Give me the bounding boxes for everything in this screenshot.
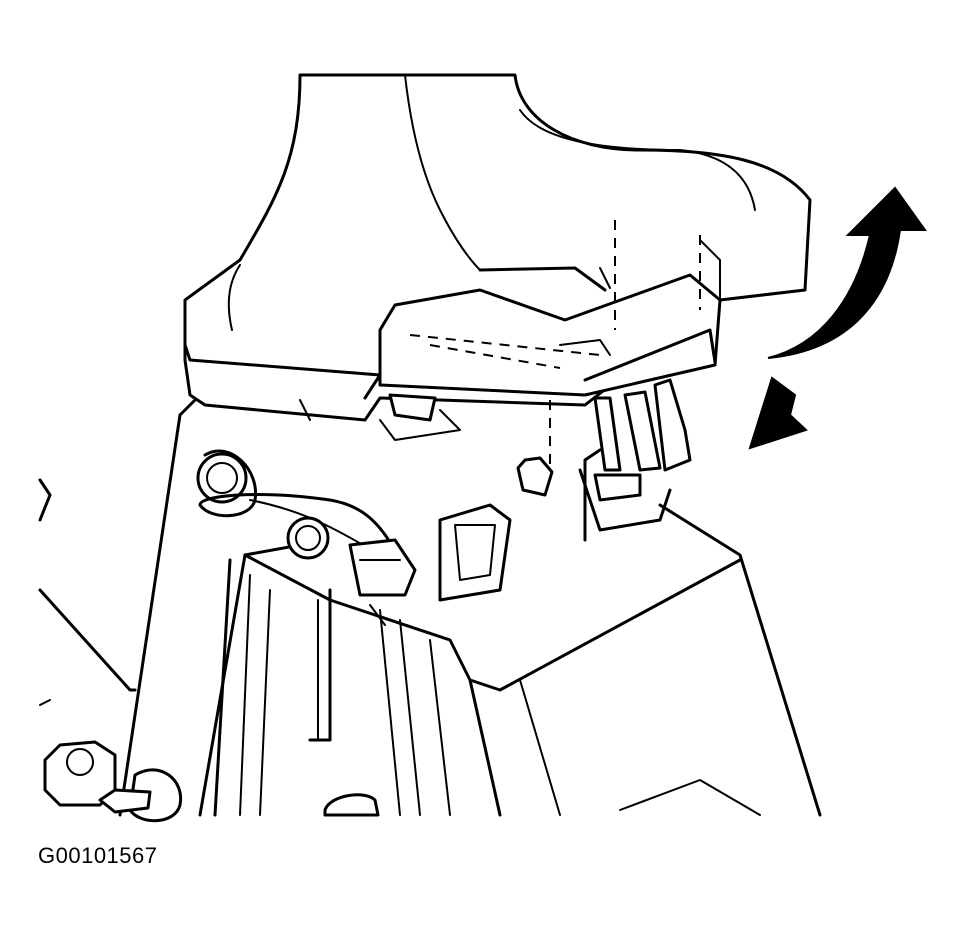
detent-spring xyxy=(196,449,417,626)
mount-bolts xyxy=(379,393,554,602)
arrow-down-left xyxy=(748,376,808,450)
fasteners-bottom xyxy=(43,740,380,823)
shifter-housing xyxy=(38,393,822,817)
figure-id-label: G00101567 xyxy=(38,843,158,868)
retaining-tabs xyxy=(578,378,692,542)
curved-arrow-up xyxy=(767,186,927,359)
indicator-bezel xyxy=(378,220,722,480)
